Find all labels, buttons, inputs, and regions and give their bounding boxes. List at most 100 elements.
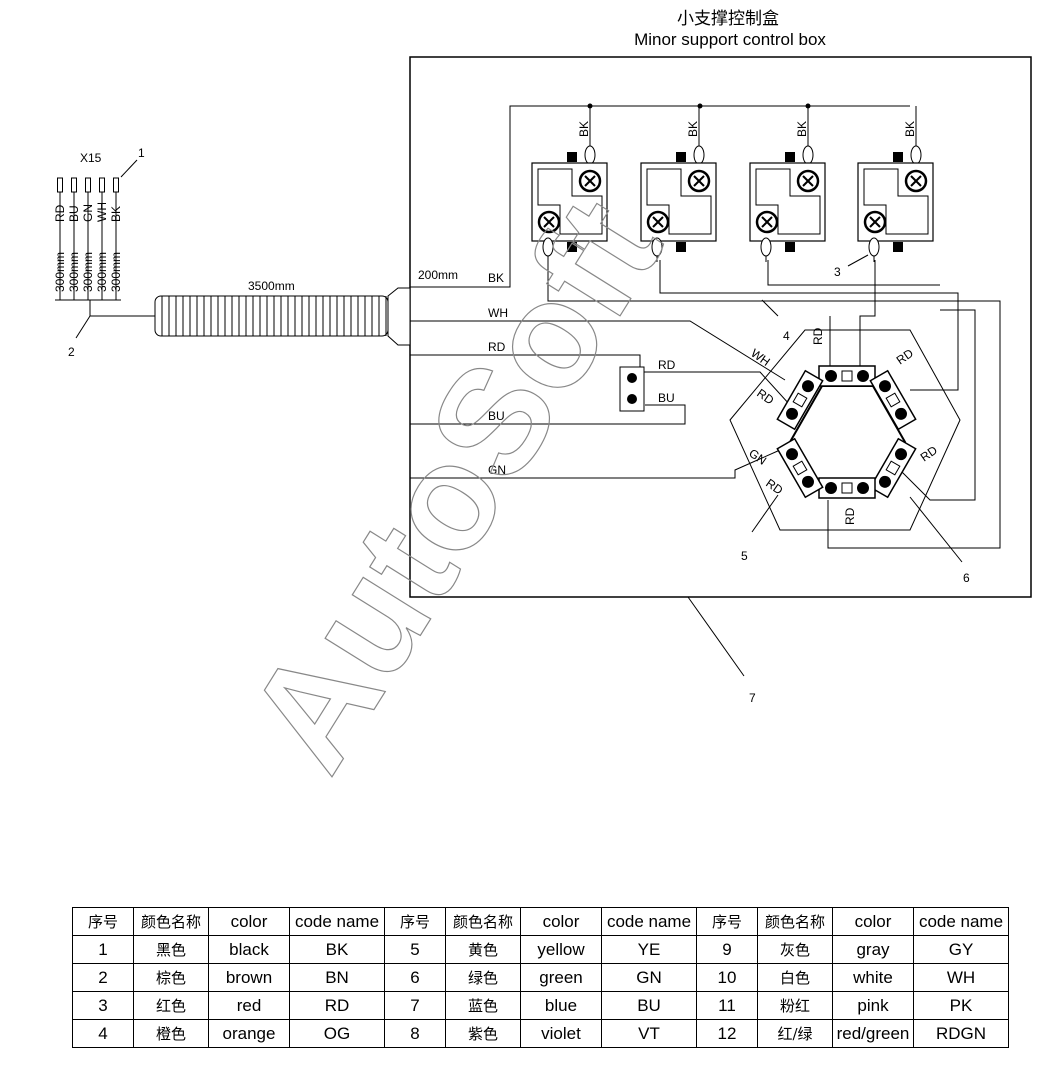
legend-cell: violet <box>520 1019 602 1048</box>
callout-1: 1 <box>138 146 145 160</box>
legend-cell: 白色 <box>757 963 833 992</box>
terminal-label-bu: BU <box>658 391 675 405</box>
pin-code-label: BK <box>109 206 123 222</box>
switch-wire-label: BK <box>903 121 917 137</box>
legend-cell: brown <box>208 963 290 992</box>
proximity-switch: BK <box>749 106 826 262</box>
relay-module <box>776 437 824 499</box>
legend-cell: 颜色名称 <box>133 907 209 936</box>
legend-cell: 灰色 <box>757 935 833 964</box>
legend-cell: 6 <box>384 963 446 992</box>
wire-label-bk: BK <box>488 271 504 285</box>
relay-module <box>818 365 876 387</box>
legend-cell: gray <box>832 935 914 964</box>
legend-cell: code name <box>913 907 1009 936</box>
legend-cell: GY <box>913 935 1009 964</box>
legend-cell: 12 <box>696 1019 758 1048</box>
legend-cell: red <box>208 991 290 1020</box>
legend-cell: 橙色 <box>133 1019 209 1048</box>
connector-pin: GN 300mm <box>81 177 95 300</box>
legend-cell: 11 <box>696 991 758 1020</box>
legend-cell: RD <box>289 991 385 1020</box>
wiring-diagram: 小支撑控制盒 Minor support control box X15 RD3… <box>53 9 1032 798</box>
terminal-block: RD BU <box>619 358 676 412</box>
pin-code-label: BU <box>67 205 81 222</box>
callout-3: 3 <box>834 265 841 279</box>
relay-module <box>776 369 824 431</box>
pin-code-label: RD <box>53 204 67 222</box>
connector-pin: BU 300mm <box>67 177 81 300</box>
legend-cell: BN <box>289 963 385 992</box>
legend-cell: 蓝色 <box>445 991 521 1020</box>
wire-label-bu: BU <box>488 409 505 423</box>
legend-cell: VT <box>601 1019 697 1048</box>
legend-cell: 序号 <box>72 907 134 936</box>
hex-label-upper-right-rd: RD <box>894 346 917 368</box>
legend-cell: 红/绿 <box>757 1019 833 1048</box>
hex-label-right-rd: RD <box>918 443 941 465</box>
legend-cell: 紫色 <box>445 1019 521 1048</box>
legend-cell: 4 <box>72 1019 134 1048</box>
pin-length-label: 300mm <box>81 252 95 292</box>
hex-label-upper-left-rd: RD <box>754 386 777 408</box>
legend-cell: PK <box>913 991 1009 1020</box>
legend-cell: OG <box>289 1019 385 1048</box>
legend-cell: pink <box>832 991 914 1020</box>
proximity-switch: BK <box>857 106 934 262</box>
connector-x15: X15 RD300mmBU300mmGN300mmWH300mmBK300mm … <box>53 146 145 359</box>
main-cable: 3500mm 200mm <box>90 268 458 346</box>
proximity-switch: BK <box>640 106 717 262</box>
relay-module <box>818 477 876 499</box>
legend-cell: 1 <box>72 935 134 964</box>
proximity-switch: BK <box>531 106 608 262</box>
legend-cell: 10 <box>696 963 758 992</box>
legend-cell: 粉红 <box>757 991 833 1020</box>
legend-cell: color <box>208 907 290 936</box>
callout-6: 6 <box>963 571 970 585</box>
pin-length-label: 300mm <box>67 252 81 292</box>
legend-cell: code name <box>601 907 697 936</box>
relay-module <box>869 369 917 431</box>
connector-label: X15 <box>80 151 102 165</box>
hex-label-left-rd: RD <box>763 476 786 498</box>
watermark: AutoSoft <box>215 171 693 797</box>
relay-module <box>869 437 917 499</box>
legend-cell: white <box>832 963 914 992</box>
legend-cell: 序号 <box>384 907 446 936</box>
legend-cell: yellow <box>520 935 602 964</box>
legend-cell: green <box>520 963 602 992</box>
legend-cell: BK <box>289 935 385 964</box>
legend-cell: RDGN <box>913 1019 1009 1048</box>
legend-cell: 颜色名称 <box>757 907 833 936</box>
legend-cell: code name <box>289 907 385 936</box>
hex-label-top-rd: RD <box>811 327 825 345</box>
legend-cell: 红色 <box>133 991 209 1020</box>
legend-cell: 7 <box>384 991 446 1020</box>
title-english: Minor support control box <box>634 30 826 49</box>
legend-cell: 2 <box>72 963 134 992</box>
legend-cell: black <box>208 935 290 964</box>
pin-length-label: 300mm <box>95 252 109 292</box>
legend-cell: 颜色名称 <box>445 907 521 936</box>
pin-code-label: GN <box>81 204 95 222</box>
legend-cell: 3 <box>72 991 134 1020</box>
switch-wire-label: BK <box>577 121 591 137</box>
switch-wire-label: BK <box>686 121 700 137</box>
hex-label-bottom-rd: RD <box>843 507 857 525</box>
switch-wire-label: BK <box>795 121 809 137</box>
pin-code-label: WH <box>95 202 109 222</box>
title-chinese: 小支撑控制盒 <box>677 9 779 28</box>
legend-cell: 序号 <box>696 907 758 936</box>
legend-cell: WH <box>913 963 1009 992</box>
callout-7: 7 <box>749 691 756 705</box>
legend-cell: GN <box>601 963 697 992</box>
legend-cell: 绿色 <box>445 963 521 992</box>
connector-pin: WH 300mm <box>95 177 109 300</box>
legend-cell: blue <box>520 991 602 1020</box>
internal-wiring <box>410 105 1001 549</box>
